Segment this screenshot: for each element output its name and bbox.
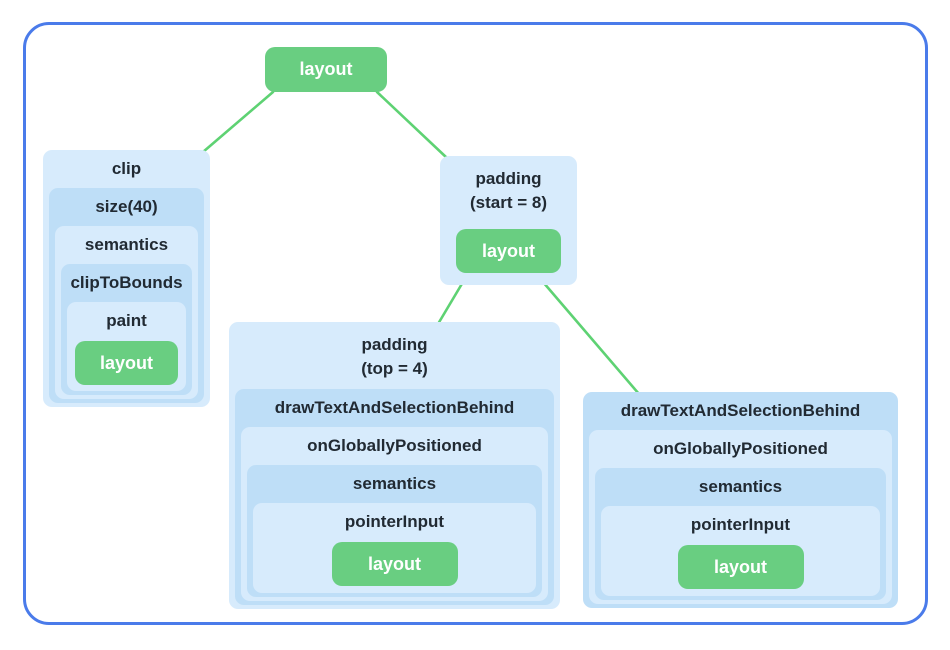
label-paint: paint: [106, 311, 147, 330]
label-size: size(40): [95, 197, 158, 216]
node-padtop-layout-leaf: layout: [331, 542, 458, 586]
node-padtop-drawtext: drawTextAndSelectionBehind onGloballyPos…: [235, 389, 554, 605]
node-padtop-semantics: semantics pointerInput layout: [247, 465, 542, 597]
node-padding-top: padding (top = 4) drawTextAndSelectionBe…: [229, 322, 560, 609]
node-size: size(40) semantics clipToBounds paint la…: [49, 188, 204, 403]
node-drawtext-chain: drawTextAndSelectionBehind onGloballyPos…: [583, 392, 898, 608]
node-drawtext-ongloballypositioned: onGloballyPositioned semantics pointerIn…: [589, 430, 892, 604]
node-clip-layout-leaf: layout: [75, 341, 178, 385]
label-padding-top: padding (top = 4): [235, 322, 554, 389]
label-drawtext: drawTextAndSelectionBehind: [620, 401, 861, 420]
edge-root-to-clip: [201, 90, 275, 154]
edge-padding-to-drawtext: [541, 280, 641, 396]
node-drawtext-semantics: semantics pointerInput layout: [595, 468, 886, 600]
label-padtop-pointerinput: pointerInput: [344, 512, 445, 531]
label-semantics: semantics: [84, 235, 169, 254]
padding-start-title: padding: [475, 169, 542, 188]
node-semantics: semantics clipToBounds paint layout: [55, 226, 198, 399]
label-padding-start: padding (start = 8): [446, 156, 571, 223]
padding-top-title: padding: [361, 335, 428, 354]
node-padding-start-layout-leaf: layout: [456, 229, 561, 273]
node-padtop-ongloballypositioned: onGloballyPositioned semantics pointerIn…: [241, 427, 548, 601]
label-drawtext-ongloballypositioned: onGloballyPositioned: [653, 439, 828, 458]
label-drawtext-semantics: semantics: [698, 477, 783, 496]
padding-top-subtitle: (top = 4): [361, 359, 428, 378]
node-paint: paint layout: [67, 302, 186, 391]
label-clip: clip: [111, 159, 142, 178]
label-padtop-semantics: semantics: [352, 474, 437, 493]
node-padtop-pointerinput: pointerInput layout: [253, 503, 536, 593]
padding-start-subtitle: (start = 8): [470, 193, 547, 212]
edge-root-to-padding-start: [375, 90, 449, 160]
label-drawtext-pointerinput: pointerInput: [690, 515, 791, 534]
edge-padding-to-padding-top: [436, 280, 465, 326]
node-drawtext-pointerinput: pointerInput layout: [601, 506, 880, 596]
label-padtop-drawtext: drawTextAndSelectionBehind: [274, 398, 515, 417]
node-padding-start: padding (start = 8) layout: [440, 156, 577, 285]
label-cliptobounds: clipToBounds: [70, 273, 183, 292]
node-root-layout: layout: [265, 47, 387, 92]
node-drawtext-layout-leaf: layout: [677, 545, 804, 589]
node-cliptobounds: clipToBounds paint layout: [61, 264, 192, 395]
node-clip-chain: clip size(40) semantics clipToBounds pai…: [43, 150, 210, 407]
label-padtop-ongloballypositioned: onGloballyPositioned: [307, 436, 482, 455]
